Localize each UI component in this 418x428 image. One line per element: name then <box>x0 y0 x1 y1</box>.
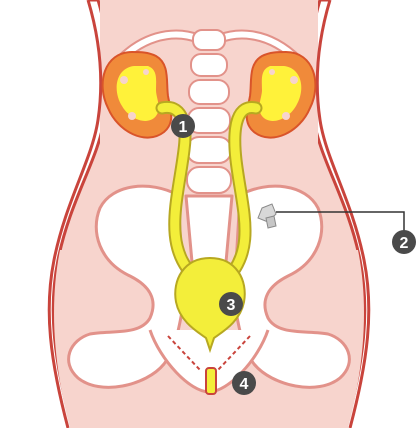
marker-2: 2 <box>392 230 416 254</box>
marker-3: 3 <box>219 292 243 316</box>
svg-text:2: 2 <box>400 235 409 252</box>
svg-text:4: 4 <box>240 376 249 393</box>
marker-1: 1 <box>171 114 195 138</box>
marker-4: 4 <box>232 371 256 395</box>
urethra <box>206 368 216 394</box>
svg-text:1: 1 <box>179 119 188 136</box>
svg-text:3: 3 <box>227 297 236 314</box>
